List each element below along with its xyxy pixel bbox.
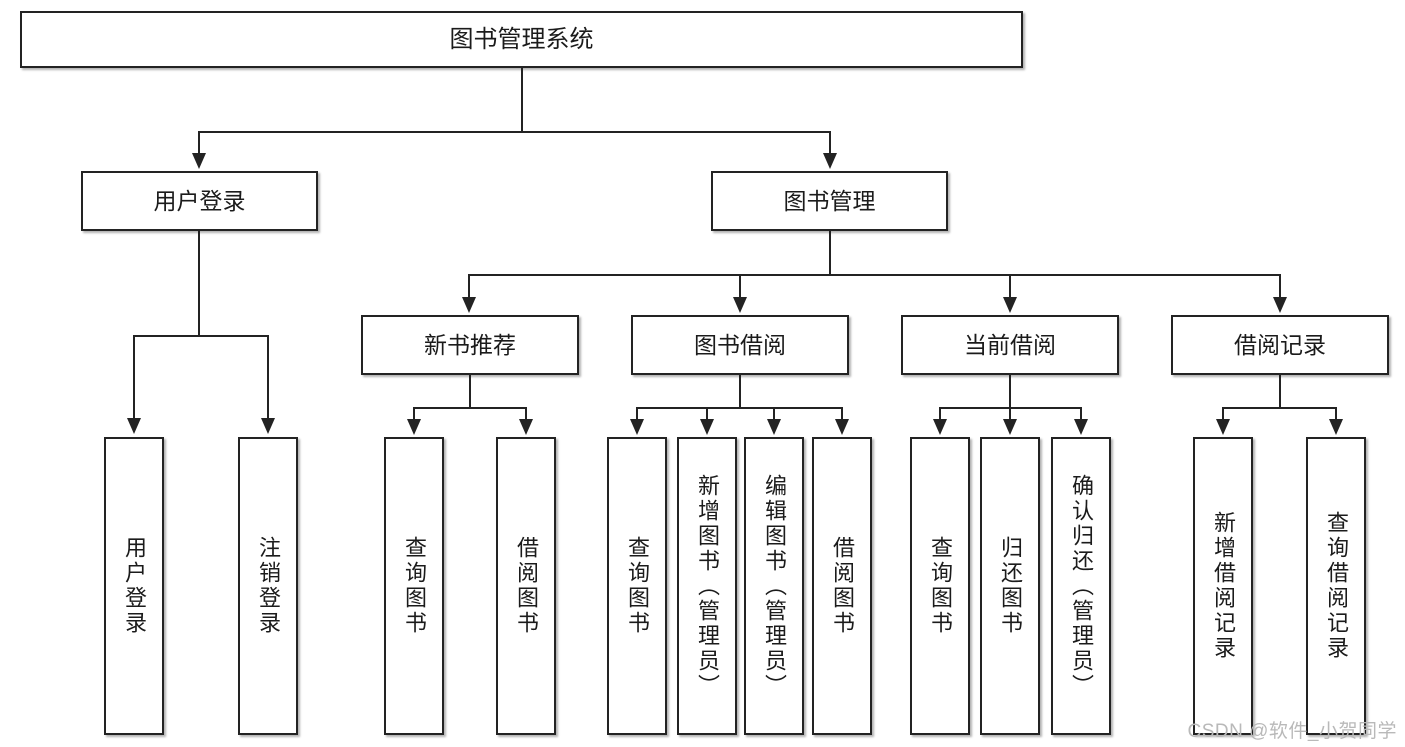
node-book-manage-label: 图书管理: [783, 187, 876, 214]
connector-root-to-book-manage: [829, 131, 831, 155]
leaf-add-borrow-record[interactable]: 新增借阅记录: [1193, 437, 1253, 735]
arrow-user-login-leaf-1: [127, 418, 141, 434]
connector-user-login-leaf-2: [267, 335, 269, 420]
arrow-borrow-record-leaf-2: [1329, 419, 1343, 435]
connector-current-borrow-leaf-1: [939, 407, 941, 421]
connector-current-borrow-trunk: [1009, 375, 1011, 407]
leaf-edit-book-admin[interactable]: 编辑图书（管理员）: [744, 437, 804, 735]
connector-new-book-split-bar: [413, 407, 527, 409]
arrow-book-manage-to-book-borrow: [733, 297, 747, 313]
connector-book-borrow-split-bar: [636, 407, 842, 409]
leaf-add-borrow-record-label: 新增借阅记录: [1211, 511, 1236, 661]
connector-user-login-split-bar: [133, 335, 269, 337]
node-book-borrow[interactable]: 图书借阅: [631, 315, 849, 375]
node-user-login-label: 用户登录: [153, 187, 246, 214]
connector-current-borrow-leaf-2: [1009, 407, 1011, 421]
arrow-borrow-record-leaf-1: [1216, 419, 1230, 435]
arrow-current-borrow-leaf-3: [1074, 419, 1088, 435]
leaf-return-book-label: 归还图书: [998, 536, 1023, 636]
connector-book-borrow-leaf-2: [706, 407, 708, 421]
node-book-borrow-label: 图书借阅: [694, 331, 786, 358]
arrow-book-borrow-leaf-1: [630, 419, 644, 435]
arrow-book-borrow-leaf-3: [767, 419, 781, 435]
leaf-edit-book-admin-label: 编辑图书（管理员）: [762, 473, 787, 699]
leaf-query-book-1[interactable]: 查询图书: [384, 437, 444, 735]
connector-user-login-leaf-1: [133, 335, 135, 420]
leaf-query-borrow-record[interactable]: 查询借阅记录: [1306, 437, 1366, 735]
node-borrow-record[interactable]: 借阅记录: [1171, 315, 1389, 375]
leaf-add-book-admin[interactable]: 新增图书（管理员）: [677, 437, 737, 735]
arrow-new-book-leaf-2: [519, 419, 533, 435]
arrow-book-borrow-leaf-4: [835, 419, 849, 435]
connector-book-borrow-leaf-3: [773, 407, 775, 421]
node-user-login[interactable]: 用户登录: [81, 171, 318, 231]
connector-book-manage-to-current-borrow: [1009, 274, 1011, 299]
arrow-book-manage-to-borrow-record: [1273, 297, 1287, 313]
connector-new-book-leaf-2: [525, 407, 527, 421]
connector-new-book-leaf-1: [413, 407, 415, 421]
connector-book-manage-to-book-borrow: [739, 274, 741, 299]
connector-root-trunk: [521, 68, 523, 131]
leaf-borrow-book-2[interactable]: 借阅图书: [812, 437, 872, 735]
leaf-borrow-book-1-label: 借阅图书: [514, 536, 539, 636]
arrow-book-manage-to-current-borrow: [1003, 297, 1017, 313]
connector-new-book-trunk: [469, 375, 471, 407]
leaf-return-book[interactable]: 归还图书: [980, 437, 1040, 735]
connector-book-borrow-leaf-4: [841, 407, 843, 421]
leaf-user-login[interactable]: 用户登录: [104, 437, 164, 735]
leaf-borrow-book-1[interactable]: 借阅图书: [496, 437, 556, 735]
leaf-query-book-3-label: 查询图书: [928, 536, 953, 636]
connector-book-borrow-trunk: [739, 375, 741, 407]
leaf-query-book-3[interactable]: 查询图书: [910, 437, 970, 735]
node-current-borrow[interactable]: 当前借阅: [901, 315, 1119, 375]
leaf-logout-login[interactable]: 注销登录: [238, 437, 298, 735]
leaf-query-book-1-label: 查询图书: [402, 536, 427, 636]
leaf-query-book-2-label: 查询图书: [625, 536, 650, 636]
leaf-borrow-book-2-label: 借阅图书: [830, 536, 855, 636]
connector-borrow-record-split-bar: [1222, 407, 1337, 409]
leaf-logout-login-label: 注销登录: [256, 536, 281, 636]
arrow-new-book-leaf-1: [407, 419, 421, 435]
arrow-book-borrow-leaf-2: [700, 419, 714, 435]
arrow-current-borrow-leaf-2: [1003, 419, 1017, 435]
node-borrow-record-label: 借阅记录: [1234, 331, 1326, 358]
connector-book-manage-to-borrow-record: [1279, 274, 1281, 299]
connector-root-to-user-login: [198, 131, 200, 155]
connector-borrow-record-trunk: [1279, 375, 1281, 407]
connector-book-manage-split-bar: [468, 274, 1280, 276]
connector-book-borrow-leaf-1: [636, 407, 638, 421]
leaf-confirm-return-admin-label: 确认归还（管理员）: [1069, 473, 1094, 699]
connector-current-borrow-leaf-3: [1080, 407, 1082, 421]
leaf-query-borrow-record-label: 查询借阅记录: [1324, 511, 1349, 661]
connector-borrow-record-leaf-2: [1335, 407, 1337, 421]
node-book-manage[interactable]: 图书管理: [711, 171, 948, 231]
connector-book-manage-to-new-book: [468, 274, 470, 299]
node-root[interactable]: 图书管理系统: [20, 11, 1023, 68]
leaf-query-book-2[interactable]: 查询图书: [607, 437, 667, 735]
arrow-book-manage-to-new-book: [462, 297, 476, 313]
connector-root-split-bar: [198, 131, 831, 133]
leaf-user-login-label: 用户登录: [122, 536, 147, 636]
node-current-borrow-label: 当前借阅: [964, 331, 1056, 358]
node-new-book-recommend[interactable]: 新书推荐: [361, 315, 579, 375]
connector-borrow-record-leaf-1: [1222, 407, 1224, 421]
arrow-root-to-book-manage: [823, 153, 837, 169]
node-new-book-recommend-label: 新书推荐: [424, 331, 516, 358]
node-root-label: 图书管理系统: [449, 25, 594, 53]
leaf-add-book-admin-label: 新增图书（管理员）: [695, 473, 720, 699]
arrow-root-to-user-login: [192, 153, 206, 169]
connector-book-manage-trunk: [829, 231, 831, 274]
csdn-watermark: CSDN @软件_小贺同学: [1187, 721, 1397, 742]
arrow-user-login-leaf-2: [261, 418, 275, 434]
arrow-current-borrow-leaf-1: [933, 419, 947, 435]
leaf-confirm-return-admin[interactable]: 确认归还（管理员）: [1051, 437, 1111, 735]
connector-user-login-trunk: [198, 231, 200, 335]
